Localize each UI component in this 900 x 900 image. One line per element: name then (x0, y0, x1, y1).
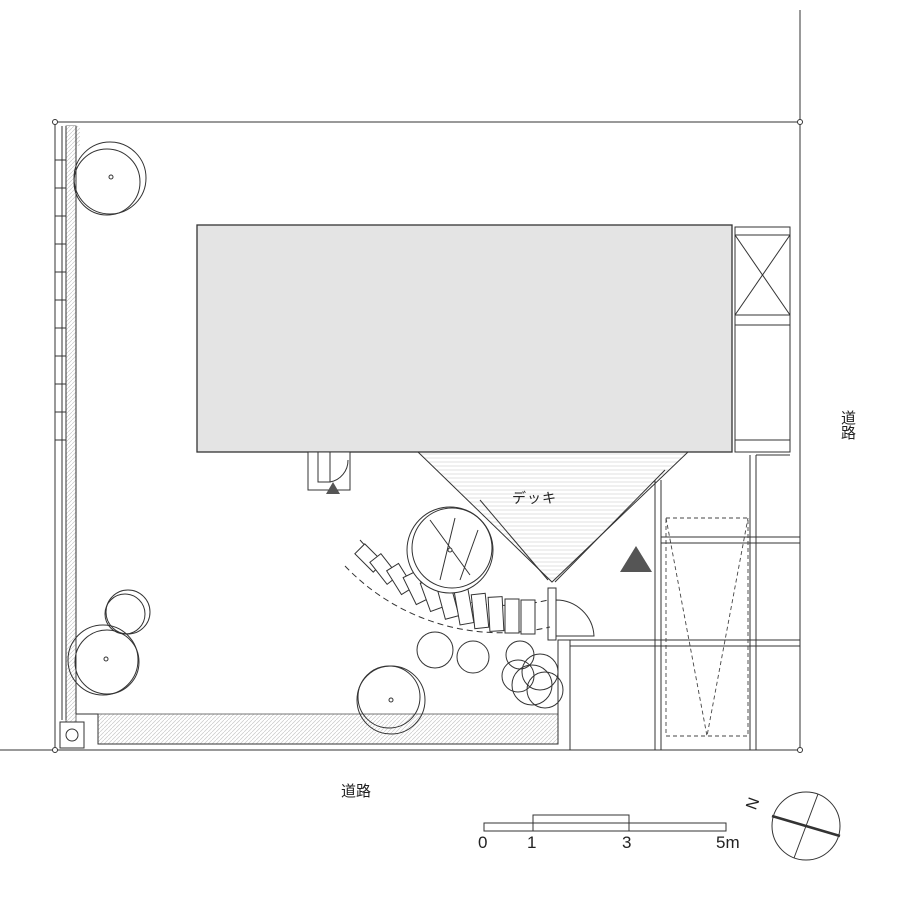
entry-marker-icon (326, 482, 340, 494)
tree-left-upper (104, 589, 151, 635)
scale-tick-3: 3 (622, 833, 632, 852)
parking-marker-icon (620, 546, 652, 572)
scale-tick-0: 0 (478, 833, 488, 852)
site-boundary (54, 121, 800, 751)
tree-top-left (73, 141, 147, 216)
parking-area (570, 454, 800, 750)
road-label-right: 道路 (839, 410, 857, 440)
north-arrow-icon (771, 791, 841, 861)
deck-label: デッキ (512, 491, 557, 507)
tree-left-lower (67, 624, 140, 696)
entry-door (307, 451, 351, 491)
tree-bottom-center (356, 665, 426, 735)
shrub-cluster (416, 631, 564, 709)
storage-unit (734, 226, 791, 453)
scale-tick-1: 1 (527, 833, 537, 852)
road-label-bottom: 道路 (341, 782, 372, 800)
deck (416, 451, 690, 583)
boundary-markers (52, 119, 803, 753)
scale-tick-5: 5m (716, 833, 740, 852)
left-fence (55, 126, 67, 720)
tree-by-deck (406, 506, 494, 594)
building-footprint (196, 224, 733, 453)
garden-edge (75, 126, 571, 750)
gate (547, 587, 595, 641)
parking-car-outline (665, 517, 749, 737)
scale-bar-graphic (483, 814, 727, 832)
meter-box (59, 721, 85, 749)
